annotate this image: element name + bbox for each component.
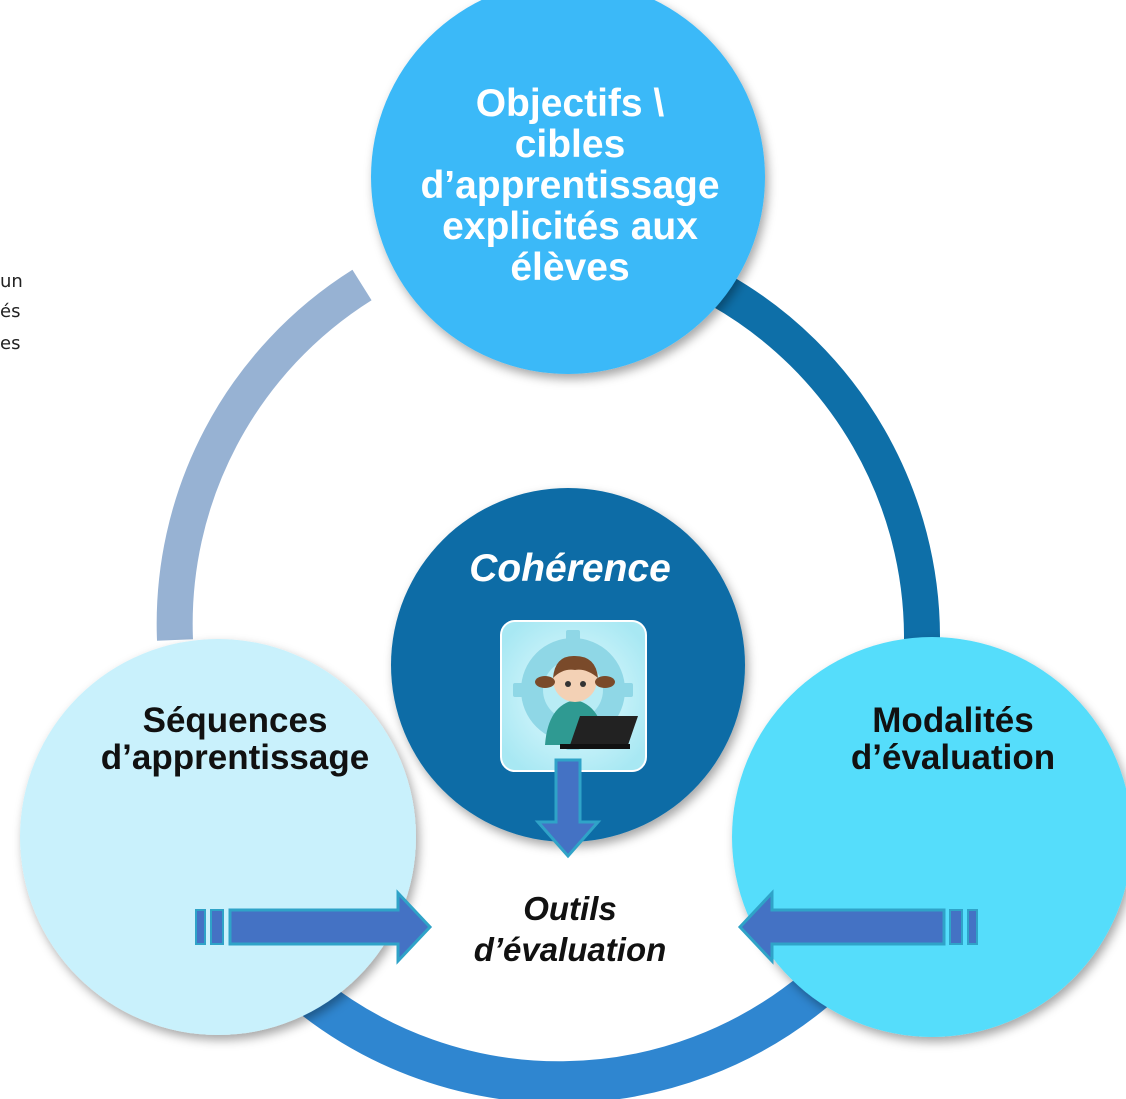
label-objectifs: Objectifs \ cibles d’apprentissage expli… xyxy=(370,82,770,289)
label-objectifs-line: cibles xyxy=(514,122,626,166)
side-text-line-2: és xyxy=(0,301,21,322)
label-objectifs-line: d’apprentissage xyxy=(420,163,720,207)
label-modalites-line: Modalités xyxy=(872,701,1034,740)
label-modalites-line: d’évaluation xyxy=(850,737,1056,777)
arrow-down xyxy=(534,758,602,859)
side-text-line-1: un xyxy=(0,271,23,292)
label-outils-line: d’évaluation xyxy=(473,931,667,969)
label-objectifs-line: élèves xyxy=(510,245,630,289)
ring-segment-bottom xyxy=(296,973,829,1099)
label-modalites: Modalités d’évaluation xyxy=(783,701,1123,777)
ring-segment-right xyxy=(711,274,941,641)
ring-segment-left xyxy=(156,269,372,641)
label-sequences-line: d’apprentissage xyxy=(100,737,370,777)
label-coherence: Cohérence xyxy=(469,547,671,590)
circle-objectifs xyxy=(371,0,765,374)
arrow-right xyxy=(195,889,433,965)
label-objectifs-line: Objectifs \ xyxy=(475,82,665,125)
student-at-laptop-icon xyxy=(500,620,647,772)
label-objectifs-line: explicités aux xyxy=(442,204,698,248)
label-sequences: Séquences d’apprentissage xyxy=(55,701,415,777)
label-outils-line: Outils xyxy=(523,890,617,927)
side-text-line-3: es xyxy=(0,333,21,354)
label-sequences-line: Séquences xyxy=(142,701,328,740)
circle-sequences xyxy=(20,639,416,1035)
circle-modalites xyxy=(732,637,1126,1037)
arrow-left xyxy=(737,889,978,965)
label-outils: Outils d’évaluation xyxy=(440,888,700,971)
